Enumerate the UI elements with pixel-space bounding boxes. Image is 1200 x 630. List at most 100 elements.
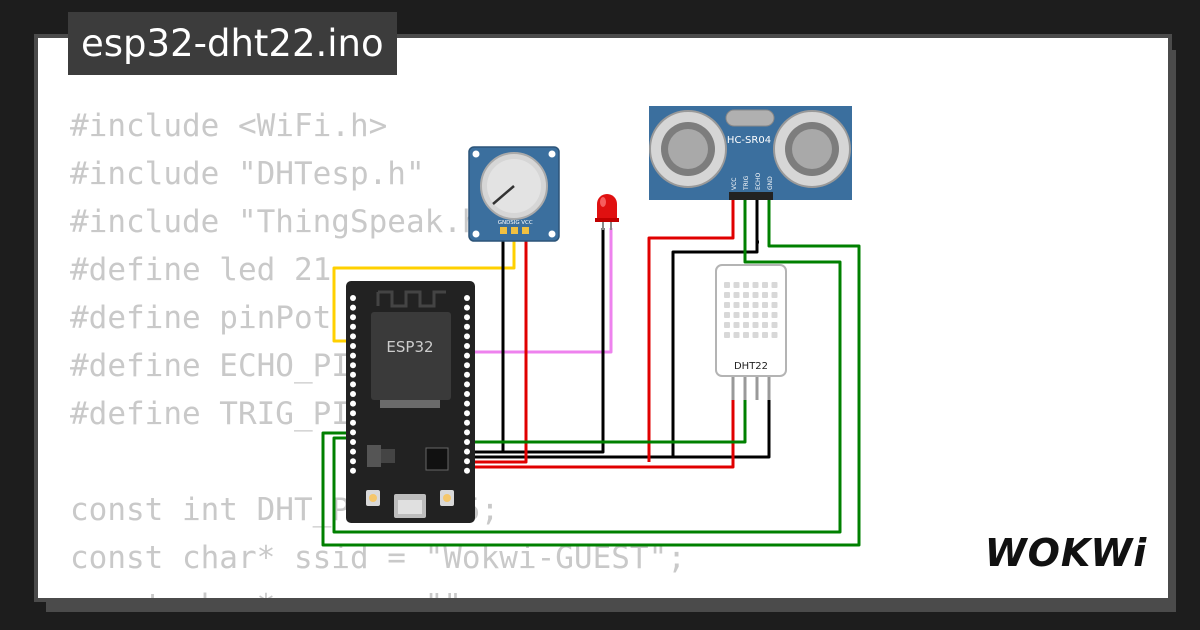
- esp32-pin: [464, 467, 470, 474]
- dht22-vent: [733, 302, 740, 308]
- dht22-vent: [724, 292, 730, 298]
- ultrasonic-sensor: HC-SR04 VCC TRIG ECHO GND: [649, 106, 852, 200]
- esp32-pin: [350, 381, 356, 388]
- esp32-pin: [350, 391, 356, 397]
- potentiometer: GND SIG VCC: [468, 146, 560, 242]
- dht22-vent: [724, 282, 730, 288]
- pot-pin-vcc: VCC: [521, 220, 533, 226]
- esp32-pin: [464, 323, 470, 330]
- esp32-pin: [350, 458, 356, 465]
- dht22-vent: [743, 282, 749, 288]
- wire-black: [755, 196, 759, 244]
- dht22-vent: [743, 322, 749, 328]
- code-line: const char* pass = "";: [70, 582, 686, 598]
- esp32-pin: [350, 304, 356, 311]
- wire-black: [671, 242, 759, 457]
- esp32-pin: [350, 448, 356, 455]
- ultrasonic-pin-vcc: VCC: [731, 178, 738, 190]
- dht22-vent: [733, 332, 740, 338]
- esp32-pin: [350, 295, 356, 301]
- wire-pink: [466, 228, 613, 354]
- dht22-vent: [743, 292, 749, 298]
- esp32-pin: [464, 371, 470, 378]
- dht22-vent: [762, 302, 768, 308]
- wires: [321, 196, 861, 547]
- dht22-vent: [724, 302, 730, 308]
- dht22-vent: [733, 292, 740, 298]
- dht22-vent: [762, 282, 768, 288]
- dht22-vent: [733, 312, 740, 318]
- pot-pin-sig: SIG: [510, 220, 519, 226]
- esp32-pin: [464, 391, 470, 397]
- esp32-pin: [350, 333, 356, 340]
- dht22-vent: [752, 312, 759, 318]
- esp32-pin: [464, 410, 470, 417]
- esp32-pin: [350, 352, 356, 359]
- dht22-vent: [762, 332, 768, 338]
- wire-green: [321, 196, 861, 547]
- esp32-pin: [464, 448, 470, 455]
- ultrasonic-pin-gnd: GND: [767, 176, 774, 190]
- esp32-pin: [350, 419, 356, 426]
- esp32-pin: [464, 352, 470, 359]
- dht22-vent: [771, 322, 778, 328]
- wire-black: [466, 386, 771, 459]
- esp32-board: ESP32: [346, 281, 475, 523]
- esp32-pin: [464, 295, 470, 301]
- esp32-pin: [464, 304, 470, 311]
- dht22-vent: [762, 292, 768, 298]
- code-line: #define led 21: [70, 252, 332, 288]
- dht22-label: DHT22: [734, 361, 768, 372]
- dht22-vent: [733, 282, 740, 288]
- esp32-pin: [350, 410, 356, 417]
- esp32-pin: [464, 458, 470, 465]
- esp32-pin: [350, 323, 356, 330]
- dht22-vent: [743, 302, 749, 308]
- ultrasonic-pin-trig: TRIG: [743, 175, 750, 191]
- esp32-pin: [350, 371, 356, 378]
- wire-red: [647, 196, 735, 462]
- dht22-sensor: DHT22: [715, 264, 787, 400]
- dht22-vent: [771, 302, 778, 308]
- dht22-vent: [762, 322, 768, 328]
- esp32-pin: [350, 429, 356, 436]
- esp32-pin: [350, 314, 356, 321]
- dht22-vent: [733, 322, 740, 328]
- ultrasonic-pin-echo: ECHO: [755, 173, 762, 190]
- dht22-vent: [762, 312, 768, 318]
- esp32-pin: [464, 333, 470, 340]
- wire-red: [466, 386, 735, 469]
- dht22-vent: [752, 282, 759, 288]
- dht22-vent: [771, 312, 778, 318]
- esp32-pin: [464, 439, 470, 445]
- esp32-pin: [464, 400, 470, 407]
- code-line: #define TRIG_PI: [70, 396, 350, 432]
- code-line: #include <WiFi.h>: [70, 108, 388, 144]
- wire-red: [466, 232, 528, 464]
- wire-green: [332, 196, 842, 534]
- code-line: #include "DHTesp.h": [70, 156, 425, 192]
- dht22-vent: [724, 332, 730, 338]
- wire-green: [466, 386, 747, 444]
- wokwi-logo-text: WOKWi: [985, 531, 1148, 575]
- esp32-label: ESP32: [386, 338, 433, 356]
- project-title: esp32-dht22.ino: [68, 12, 397, 75]
- code-line: #define ECHO_PI: [70, 348, 350, 384]
- esp32-pin: [350, 362, 356, 369]
- esp32-pin: [464, 381, 470, 388]
- wire-black: [503, 228, 605, 454]
- dht22-vent: [771, 332, 778, 338]
- esp32-pin: [464, 362, 470, 369]
- dht22-vent: [752, 322, 759, 328]
- ultrasonic-label: HC-SR04: [727, 135, 771, 146]
- red-led: [595, 194, 619, 230]
- dht22-vent: [752, 292, 759, 298]
- code-line: #include "ThingSpeak.h": [70, 204, 500, 240]
- dht22-vent: [724, 322, 730, 328]
- esp32-pin: [464, 429, 470, 436]
- dht22-vent: [752, 302, 759, 308]
- dht22-vent: [743, 312, 749, 318]
- wokwi-logo: WOKWi: [985, 531, 1148, 575]
- dht22-vent: [771, 292, 778, 298]
